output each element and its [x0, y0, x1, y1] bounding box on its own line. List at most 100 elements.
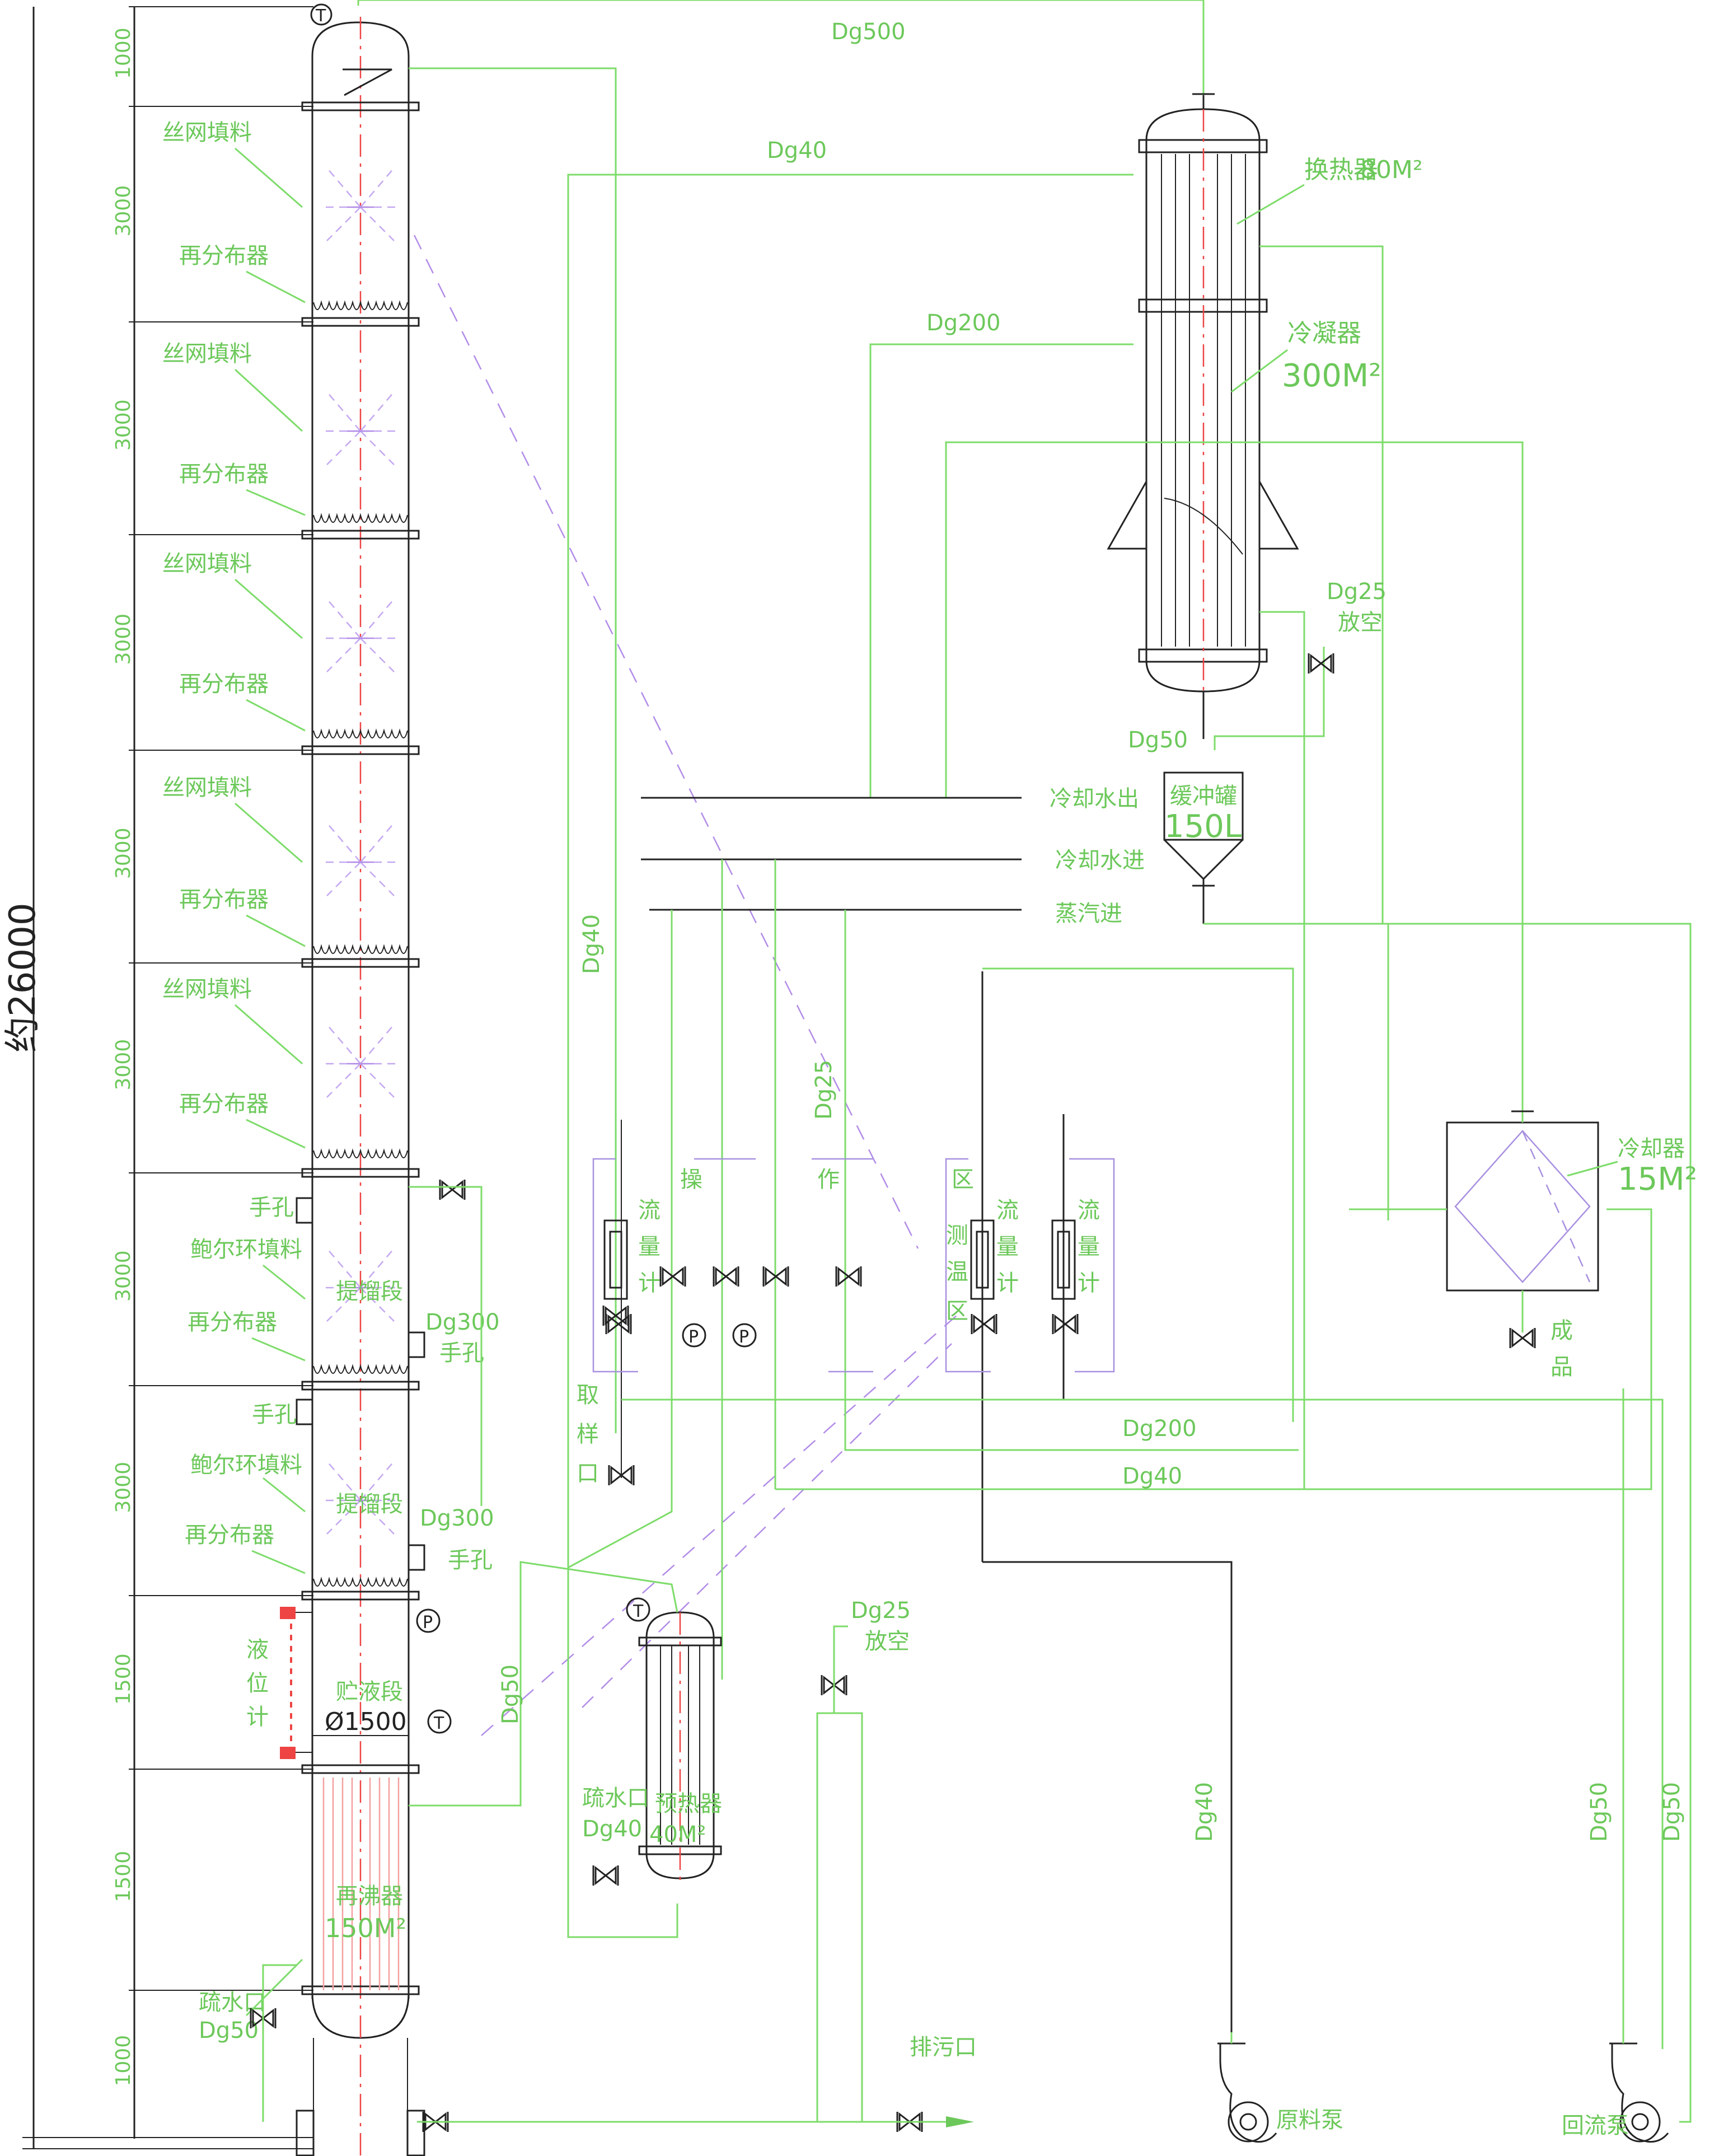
column-flange [301, 745, 420, 755]
redistributor-label-6: 再分布器 [188, 1309, 277, 1335]
mesh-packing-label-2: 丝网填料 [162, 341, 252, 367]
valve-icon [1052, 1314, 1079, 1334]
dg40-label-vert: Dg40 [579, 914, 605, 974]
dashed-diagonals [413, 235, 963, 1736]
packing-spray [321, 1024, 400, 1098]
column-flange [301, 101, 420, 111]
column-drain-size: Dg50 [199, 2018, 259, 2043]
buffer-tank-volume: 150L [1164, 808, 1242, 845]
nozzle-dg300-2: Dg300 [420, 1505, 494, 1531]
meas-zone-char-1: 测 [946, 1223, 968, 1248]
p-indicator-2: P [739, 1327, 749, 1347]
dim-section-label: 3000 [112, 1250, 135, 1302]
valve-icon [1308, 653, 1334, 674]
dim-section-label: 3000 [112, 827, 135, 879]
flowmeters [603, 1219, 1076, 1300]
hx-label: 换热器 [1304, 156, 1378, 184]
mesh-packing-label-3: 丝网填料 [162, 551, 252, 577]
dim-section-label: 3000 [112, 185, 135, 237]
dg40-label-top: Dg40 [767, 138, 827, 163]
level-gauge-char-3: 计 [246, 1704, 269, 1730]
redistributor-scallops [313, 1148, 408, 1158]
op-zone-char-2: 作 [817, 1167, 840, 1192]
packing-spray [321, 391, 400, 465]
dg50-label-side: Dg50 [498, 1664, 523, 1724]
level-gauge-char-1: 液 [246, 1637, 269, 1663]
top-temp-indicator: T [315, 6, 326, 26]
fm3-char-1: 流 [1078, 1198, 1100, 1223]
vapor-line: Dg500 [357, 0, 1205, 1433]
valve-icon [971, 1314, 997, 1334]
dim-section-label: 3000 [112, 1462, 135, 1513]
blowdown-line [417, 2116, 974, 2127]
valve-icon [250, 2008, 277, 2028]
zone-boxes [592, 1158, 1115, 1373]
vent-upper-label: 放空 [1338, 610, 1383, 635]
packing-spray [321, 598, 400, 672]
product-char-1: 成 [1551, 1318, 1573, 1344]
dim-section-label: 3000 [112, 614, 135, 665]
dg200-label-top: Dg200 [926, 310, 1001, 336]
dim-section-label: 3000 [112, 1039, 135, 1091]
buffer-tank [1163, 771, 1244, 924]
t-indicator-bottom: T [433, 1714, 444, 1733]
column-flange [301, 1985, 420, 1995]
preheater [638, 1611, 722, 1887]
buffer-tank-label: 缓冲罐 [1170, 783, 1237, 809]
p-indicator-1: P [688, 1327, 699, 1347]
preheater-drain-size: Dg40 [582, 1816, 642, 1842]
heat-exchanger [1107, 93, 1299, 739]
reflux-pump-label: 回流泵 [1562, 2113, 1629, 2139]
cooling-water-out: 冷却水出 [1050, 786, 1139, 812]
product-char-2: 品 [1551, 1354, 1573, 1380]
blowdown-label: 排污口 [910, 2035, 977, 2060]
packing-spray [321, 167, 400, 241]
liquid-level-gauge [280, 1607, 312, 1759]
dg25-label-mid: Dg25 [811, 1060, 837, 1120]
redistributor-label-7: 再分布器 [185, 1522, 274, 1548]
vent-upper: Dg25 放空 [1214, 579, 1387, 750]
stripping-label-1: 提馏段 [336, 1279, 403, 1304]
column-flange [301, 1381, 420, 1391]
fm1-char-3: 计 [638, 1270, 661, 1296]
hx-area: 80M² [1360, 156, 1423, 184]
valve-icon [592, 1865, 619, 1886]
handhole-label-1: 手孔 [249, 1195, 294, 1220]
valve-icon [1509, 1328, 1536, 1348]
cooler [1349, 924, 1599, 1332]
dg50-label-buffer: Dg50 [1128, 727, 1188, 753]
column-flange [301, 1764, 420, 1774]
collector-lines [621, 1208, 1664, 2049]
nozzle-dg300-1: Dg300 [425, 1309, 500, 1335]
redistributor-scallops [313, 513, 408, 523]
redistributor-scallops [313, 300, 408, 310]
dimension-lines: 1000300030003000300030003000300015001500… [2, 6, 313, 2149]
dg50-label-pump-2: Dg50 [1659, 1782, 1685, 1842]
sampling-char-3: 口 [577, 1461, 599, 1486]
distillation-column: Ø1500 T [280, 3, 425, 2156]
redistributor-scallops [313, 1577, 408, 1587]
dim-section-label: 1500 [112, 1851, 135, 1902]
condenser-label: 冷凝器 [1287, 319, 1361, 348]
steam-in: 蒸汽进 [1055, 901, 1122, 927]
meas-zone-char-3: 区 [946, 1298, 968, 1324]
pall-ring-label-1: 鲍尔环填料 [190, 1237, 302, 1262]
cooler-area: 15M² [1618, 1161, 1697, 1198]
vent-upper-size: Dg25 [1327, 579, 1387, 605]
t-indicator-preheater: T [633, 1602, 644, 1621]
valve-icon [608, 1465, 635, 1485]
dim-section-label: 1000 [112, 27, 135, 79]
handhole-label-2: 手孔 [439, 1340, 484, 1366]
dim-section-label: 1000 [112, 2035, 135, 2087]
feed-pump-label: 原料泵 [1276, 2107, 1343, 2133]
redistributor-scallops [313, 1364, 408, 1374]
redistributor-scallops [313, 728, 408, 738]
handhole-label-3: 手孔 [252, 1402, 297, 1428]
valve-icon [762, 1266, 789, 1287]
column-flange [301, 958, 420, 968]
column-flange [301, 1591, 420, 1601]
label-leaders [234, 147, 306, 2017]
vent-lower-label: 放空 [865, 1629, 910, 1654]
valve-icon [602, 1306, 629, 1326]
redistributor-scallops [313, 944, 408, 954]
